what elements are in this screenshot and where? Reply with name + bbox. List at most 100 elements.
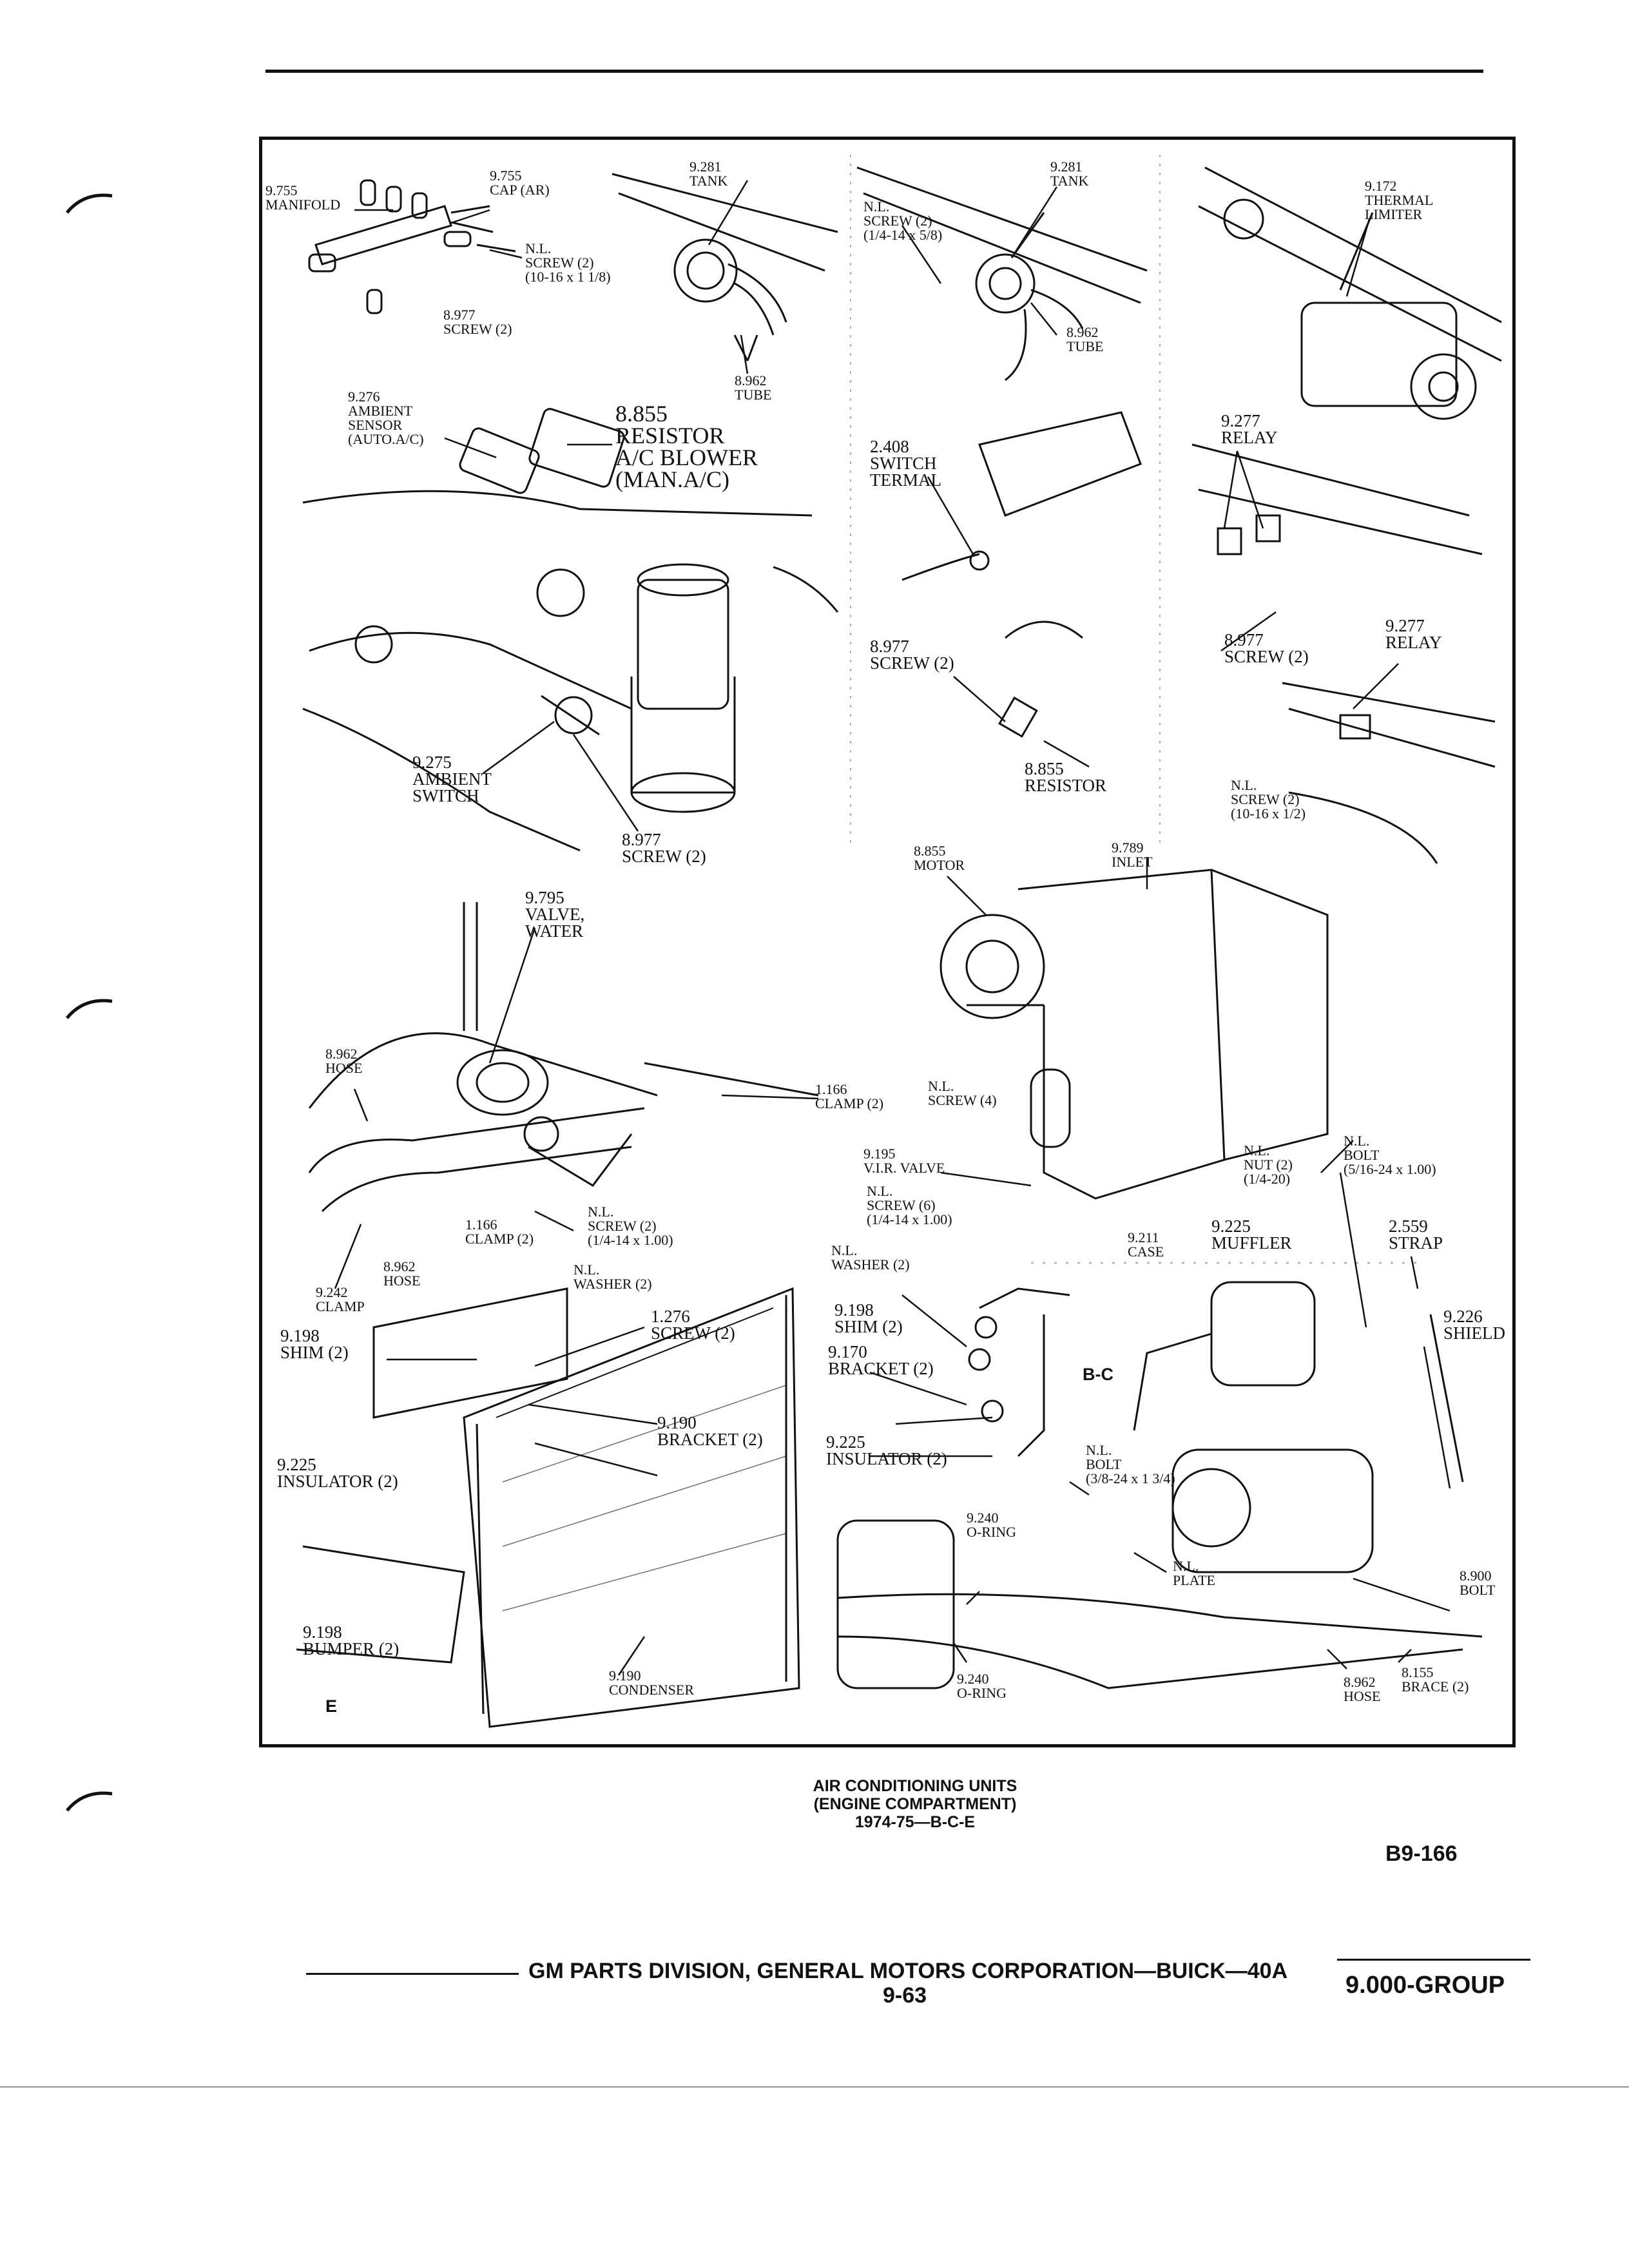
callout-extra: (1/4-14 x 1.00) (867, 1211, 952, 1227)
callout-num: 8.855 (1025, 759, 1064, 778)
callout-l39: N.L.WASHER (2) (574, 1263, 652, 1291)
muffler-sketch (836, 1281, 1483, 1689)
callout-name: HOSE (1344, 1688, 1381, 1704)
callout-num: 1.166 (465, 1216, 497, 1233)
callout-name: SCREW (4) (928, 1092, 997, 1108)
callout-name: SCREW (2) (588, 1218, 657, 1234)
callout-num: N.L. (1173, 1558, 1199, 1574)
callout-num: 8.977 (1224, 630, 1264, 649)
callout-num: 9.198 (280, 1326, 320, 1345)
callout-name: TANK (1050, 173, 1089, 189)
callout-num: N.L. (1344, 1133, 1370, 1149)
callout-name: WASHER (2) (831, 1256, 910, 1273)
callout-name: SHIELD (1443, 1323, 1505, 1343)
callout-num: 9.789 (1112, 840, 1144, 856)
callout-num: 8.900 (1460, 1568, 1492, 1584)
callout-l30: N.L.NUT (2)(1/4-20) (1244, 1144, 1293, 1186)
footer-group: 9.000-GROUP (1345, 1972, 1505, 1999)
callout-name: AMBIENT (412, 769, 492, 789)
callout-num: 2.408 (870, 437, 909, 456)
callout-num: 9.277 (1221, 411, 1260, 430)
illustration-frame (259, 137, 1516, 1747)
callout-name: INSULATOR (2) (826, 1449, 947, 1468)
callout-num: N.L. (574, 1262, 600, 1278)
callout-name: SCREW (2) (622, 847, 706, 866)
callout-num: 9.211 (1128, 1229, 1159, 1245)
callout-name: THERMAL (1365, 192, 1434, 208)
blower-case-sketch (940, 869, 1329, 1200)
callout-extra: (5/16-24 x 1.00) (1344, 1161, 1436, 1177)
callout-name: MOTOR (914, 857, 965, 873)
callout-num: N.L. (1086, 1442, 1112, 1458)
callout-extra: (3/8-24 x 1 3/4) (1086, 1470, 1175, 1486)
callout-num: N.L. (831, 1242, 858, 1258)
callout-num: 1.276 (651, 1307, 690, 1326)
callout-name: BRACKET (2) (828, 1359, 934, 1378)
callout-num: 9.277 (1385, 616, 1425, 635)
callout-num: N.L. (525, 240, 552, 256)
binder-hole-mark (66, 1791, 113, 1812)
callout-extra: (1/4-20) (1244, 1171, 1291, 1187)
callout-l3: N.L.SCREW (2)(10-16 x 1 1/8) (525, 242, 611, 284)
callout-name: SCREW (2) (525, 255, 594, 271)
callout-extra: A/C BLOWER (MAN.A/C) (615, 445, 758, 492)
callout-l51: N.L.PLATE (1173, 1559, 1215, 1588)
callout-name: RESISTOR (1025, 776, 1107, 795)
callout-l8: N.L.SCREW (2)(1/4-14 x 5/8) (863, 200, 942, 242)
callout-name: SHIM (2) (280, 1343, 349, 1362)
callout-name: CLAMP (2) (465, 1231, 534, 1247)
callout-num: 9.240 (967, 1510, 999, 1526)
callout-name: V.I.R. VALVE (863, 1160, 945, 1176)
callout-name: O-RING (967, 1524, 1016, 1540)
callout-num: 9.195 (863, 1146, 896, 1162)
callout-name: STRAP (1389, 1233, 1443, 1253)
callout-num: 9.281 (1050, 159, 1083, 175)
callout-num: 8.962 (1344, 1674, 1376, 1690)
callout-l21: N.L.SCREW (2)(10-16 x 1/2) (1231, 778, 1306, 821)
callout-name: INLET (1112, 854, 1153, 870)
caption-line-2: (ENGINE COMPARTMENT) (813, 1795, 1017, 1813)
callout-num: 8.962 (325, 1046, 358, 1062)
callout-num: 9.198 (834, 1300, 874, 1320)
callout-num: 9.795 (525, 888, 564, 907)
callout-num: 9.190 (609, 1667, 641, 1684)
switch-sketch (901, 411, 1142, 738)
callout-name: SCREW (2) (870, 653, 954, 673)
callout-num: N.L. (928, 1078, 954, 1094)
callout-name: HOSE (383, 1273, 421, 1289)
callout-name: BRACKET (2) (657, 1430, 763, 1449)
callout-name: SCREW (6) (867, 1197, 936, 1213)
callout-extra: (10-16 x 1 1/8) (525, 269, 611, 285)
callout-num: 1.166 (815, 1081, 847, 1097)
callout-name: PLATE (1173, 1572, 1215, 1588)
callout-name: BOLT (1086, 1456, 1122, 1472)
callout-num: 9.225 (1211, 1216, 1251, 1236)
callout-name: RELAY (1385, 633, 1442, 652)
callout-name: BOLT (1344, 1147, 1380, 1163)
figure-code: B9-166 (1385, 1841, 1458, 1866)
callout-num: 9.226 (1443, 1307, 1483, 1326)
callout-l48: N.L.BOLT(3/8-24 x 1 3/4) (1086, 1443, 1175, 1486)
